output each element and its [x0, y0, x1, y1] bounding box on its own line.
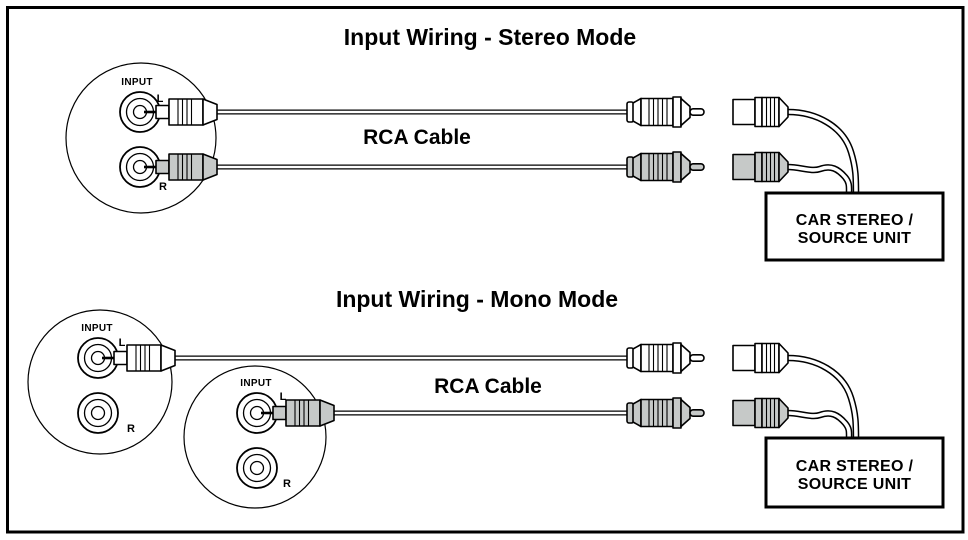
source-unit-label-line2: SOURCE UNIT	[798, 230, 912, 247]
amplifier-input-panel-right	[183, 365, 327, 509]
stereo-section: Input Wiring - Stereo Mode INPUT L R RCA…	[65, 24, 945, 262]
wire-core	[787, 411, 851, 442]
male-plug-right	[626, 151, 705, 183]
source-unit-box	[764, 436, 945, 509]
diagram-border	[6, 6, 965, 534]
cable-label: RCA Cable	[434, 375, 542, 398]
source-wire-left	[787, 108, 860, 197]
source-wire-right	[787, 409, 853, 442]
wire-core	[787, 165, 851, 197]
amplifier-input-panel-left	[27, 309, 173, 455]
male-plug-left	[626, 342, 705, 374]
jack-left-label: L	[157, 93, 164, 105]
cable-label: RCA Cable	[363, 126, 471, 149]
male-plug-left	[626, 96, 705, 128]
source-wire-left	[787, 354, 860, 442]
jack-right-label: R	[127, 423, 135, 435]
wire-core	[787, 110, 858, 197]
section-title: Input Wiring - Mono Mode	[336, 286, 618, 312]
input-panel-label: INPUT	[240, 378, 272, 389]
source-unit-label-line1: CAR STEREO /	[796, 212, 914, 229]
jack-left-label: L	[119, 337, 126, 349]
section-title: Input Wiring - Stereo Mode	[344, 24, 636, 50]
amplifier-input-panel	[65, 62, 217, 214]
input-panel-label: INPUT	[121, 77, 153, 88]
mono-section: Input Wiring - Mono Mode INPUT L R INPUT…	[27, 286, 945, 509]
jack-right-label: R	[159, 181, 167, 193]
source-wire-right	[787, 163, 853, 197]
female-plug-left	[732, 342, 789, 374]
input-panel-label: INPUT	[81, 323, 113, 334]
source-unit-box	[764, 191, 945, 262]
jack-left-label: L	[280, 391, 287, 403]
female-plug-right	[732, 151, 789, 183]
wire-core	[787, 356, 858, 442]
jack-right-label: R	[283, 478, 291, 490]
male-plug-right	[626, 397, 705, 429]
female-plug-left	[732, 96, 789, 128]
source-unit-label-line2: SOURCE UNIT	[798, 476, 912, 493]
rca-jack-right	[77, 392, 119, 434]
female-plug-right	[732, 397, 789, 429]
rca-jack-right	[236, 447, 278, 489]
source-unit-label-line1: CAR STEREO /	[796, 458, 914, 475]
